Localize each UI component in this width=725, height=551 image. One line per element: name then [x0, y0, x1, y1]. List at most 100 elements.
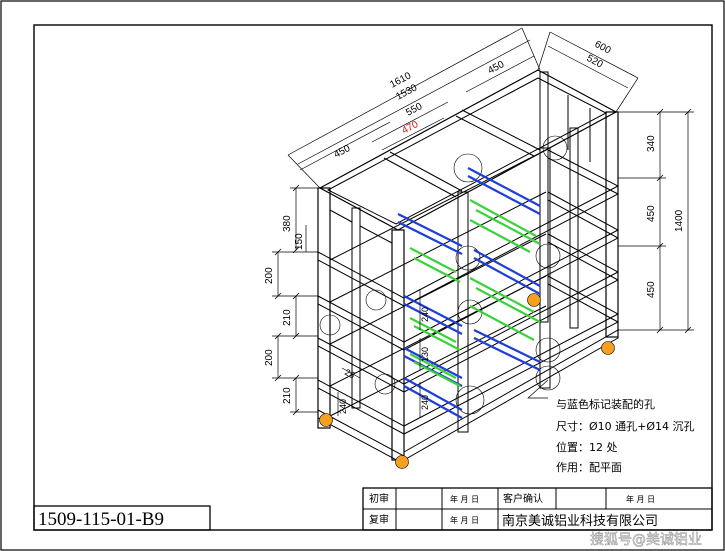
detail-circle — [535, 337, 561, 363]
top-crossbar-1b — [383, 157, 457, 198]
dim-210-b: 210 — [282, 387, 293, 404]
dim-inner-240-b: 240 — [420, 395, 430, 410]
caster-wheel — [395, 455, 409, 469]
dimension-tick — [274, 332, 282, 340]
dim-1400: 1400 — [674, 209, 685, 232]
note-line-1: 与蓝色标记装配的孔 — [556, 397, 655, 411]
blue-crossbar — [473, 329, 541, 363]
rail-back-4 — [329, 275, 547, 387]
blue-crossbar — [397, 221, 463, 255]
dimension-labels: 1610 1530 450 450 550 470 600 520 340 45… — [264, 39, 685, 414]
tier-left-2 — [317, 295, 405, 351]
dimline-600 — [549, 31, 639, 79]
dim-inner-130: 130 — [420, 347, 430, 362]
dim-600: 600 — [593, 39, 613, 57]
blue-crossbar — [403, 347, 463, 379]
ext-line — [537, 31, 551, 71]
dimension-tick — [656, 326, 664, 334]
dim-inner-240-c: 240 — [338, 399, 348, 414]
green-crossbar — [409, 353, 457, 379]
green-crossbar — [409, 317, 457, 343]
rail-front-1 — [403, 185, 619, 307]
note-line-3: 位置：12 处 — [556, 440, 618, 454]
dimline-520 — [547, 45, 629, 89]
top-crossbar-1 — [389, 151, 463, 192]
detail-circle — [319, 314, 341, 336]
dim-200-b: 200 — [264, 349, 275, 366]
dimline-inner-25 — [341, 367, 361, 379]
note-line-4: 作用：配平面 — [556, 461, 622, 474]
dimension-tick — [292, 292, 300, 300]
dimline-550 — [371, 101, 449, 143]
dimension-lines — [272, 27, 694, 418]
dim-450-left: 450 — [332, 143, 352, 161]
blue-crossbar — [403, 377, 463, 411]
dim-340: 340 — [646, 135, 657, 152]
dimension-tick — [656, 242, 664, 250]
rack-structure — [317, 69, 619, 465]
green-crossbar — [413, 325, 461, 351]
dimline-1530 — [297, 39, 531, 165]
dimline-450-right — [465, 55, 535, 93]
post-front-left — [317, 187, 331, 429]
detail-circle — [542, 135, 568, 161]
top-crossbar-2b — [455, 115, 535, 157]
dimline-450-left — [299, 121, 391, 171]
ext-line — [521, 27, 541, 71]
rail-back-1 — [329, 149, 547, 261]
dimension-tick — [274, 292, 282, 300]
blue-crossbar — [467, 167, 541, 207]
caster-wheel — [601, 341, 615, 355]
brace-3 — [329, 209, 353, 223]
post-front-mid — [457, 191, 469, 433]
dimension-tick — [292, 408, 300, 416]
assembly-note: 与蓝色标记装配的孔 尺寸：Ø10 通孔+Ø14 沉孔 位置：12 处 作用：配平… — [556, 397, 695, 474]
dimension-tick — [274, 374, 282, 382]
rail-back-3 — [329, 233, 547, 345]
watermark: 搜狐号@美诚铝业 — [590, 532, 702, 548]
drawing-number: 1509-115-01-B9 — [38, 509, 164, 530]
dimension-tick — [684, 108, 692, 116]
casters — [319, 293, 615, 469]
date-label-2: 年 月 日 — [450, 515, 479, 525]
green-crossbar — [413, 257, 461, 283]
first-review-label: 初审 — [369, 492, 389, 505]
detail-circle — [453, 153, 483, 183]
dimension-tick — [684, 326, 692, 334]
dimension-ticks — [274, 108, 692, 416]
dimline-1610 — [287, 27, 523, 156]
dim-450-b: 450 — [646, 281, 657, 298]
dimension-tick — [292, 374, 300, 382]
ext-line — [287, 154, 321, 189]
date-label-1: 年 月 日 — [450, 494, 479, 504]
green-crossbar — [475, 209, 541, 245]
note-line-2: 尺寸：Ø10 通孔+Ø14 沉孔 — [556, 419, 695, 433]
dimension-tick — [292, 184, 300, 192]
dimension-tick — [292, 246, 300, 254]
blue-crossbar — [403, 303, 463, 335]
detail-circle — [374, 373, 396, 395]
tier-right-2 — [547, 191, 619, 239]
dim-520: 520 — [585, 53, 605, 71]
tier-right-1 — [547, 149, 619, 195]
colored-bars — [397, 167, 541, 419]
blue-crossbar — [473, 257, 541, 295]
detail-circle — [535, 243, 561, 269]
detail-circle — [455, 245, 481, 271]
blue-crossbar — [467, 175, 541, 215]
top-crossbar-2 — [461, 109, 541, 151]
title-block — [33, 487, 713, 531]
rail-back-2 — [329, 191, 547, 303]
caster-wheel — [527, 293, 541, 307]
dim-380: 380 — [282, 215, 293, 232]
green-crossbar — [413, 361, 461, 387]
brace-4 — [359, 225, 393, 244]
ext-line — [615, 77, 639, 113]
detail-circle — [455, 385, 485, 415]
green-crossbar — [469, 219, 531, 253]
tier-left-3 — [317, 337, 405, 393]
top-frame-inner — [326, 77, 608, 225]
company-name: 南京美诚铝业科技有限公司 — [502, 513, 658, 529]
